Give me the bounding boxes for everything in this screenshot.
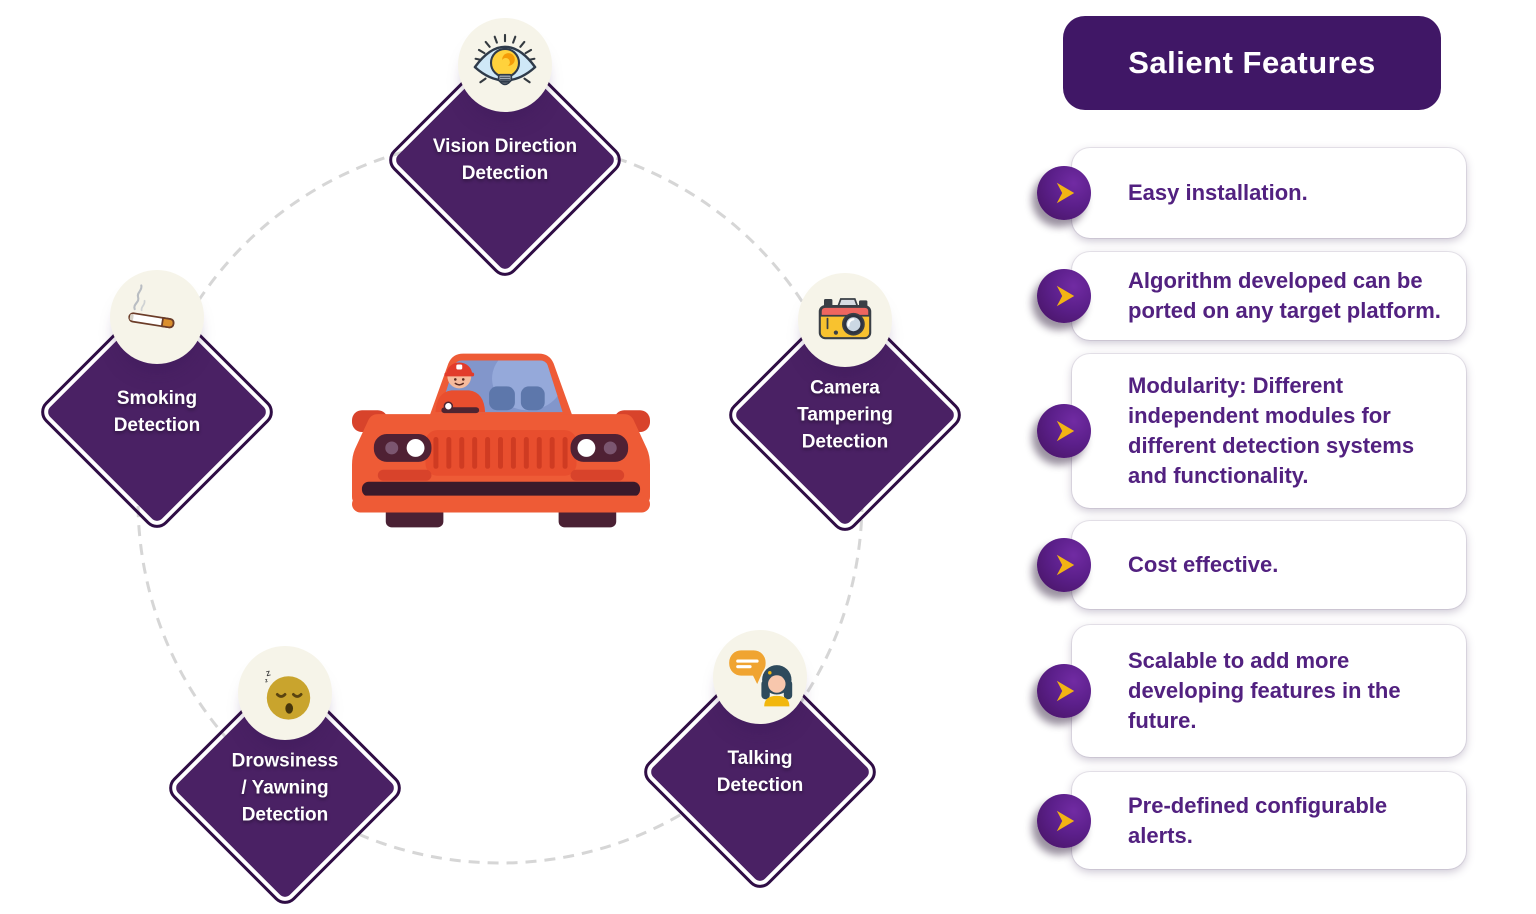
salient-features-title: Salient Features	[1128, 45, 1376, 80]
feature-card-predefined-alerts: Pre-defined configurable alerts.	[1037, 772, 1466, 869]
feature-text: Cost effective.	[1128, 552, 1279, 577]
feature-text: Easy installation.	[1128, 180, 1308, 205]
feature-card-modularity: Modularity: Different independent module…	[1037, 354, 1466, 508]
feature-text: Modularity: Different independent module…	[1128, 373, 1415, 488]
feature-card-algorithm-portable: Algorithm developed can be ported on any…	[1037, 252, 1466, 340]
node-label: Smoking Detection	[113, 388, 201, 436]
node-label: Camera Tampering Detection	[797, 377, 893, 453]
arrow-bullet-icon	[1037, 269, 1091, 323]
car-with-driver-illustration	[352, 353, 650, 528]
sleepy-face-icon: Z z	[238, 646, 332, 740]
camera-icon	[798, 273, 892, 367]
arrow-bullet-icon	[1037, 793, 1091, 848]
svg-text:Z: Z	[266, 670, 273, 678]
feature-card-easy-installation: Easy installation.	[1037, 148, 1466, 238]
salient-features-header: Salient Features	[1063, 16, 1441, 110]
node-label: Drowsiness / Yawning Detection	[231, 750, 339, 826]
talking-woman-icon	[713, 630, 807, 724]
svg-text:z: z	[264, 678, 268, 685]
feature-card-scalable: Scalable to add more developing features…	[1037, 625, 1466, 757]
arrow-bullet-icon	[1037, 538, 1091, 592]
cigarette-icon	[110, 270, 204, 364]
node-label: Talking Detection	[716, 748, 804, 796]
eye-lightbulb-icon	[458, 18, 552, 112]
feature-text: Algorithm developed can be ported on any…	[1128, 268, 1441, 323]
arrow-bullet-icon	[1037, 664, 1091, 718]
arrow-bullet-icon	[1037, 166, 1091, 220]
feature-card-cost-effective: Cost effective.	[1037, 521, 1466, 609]
arrow-bullet-icon	[1037, 404, 1091, 458]
node-label: Vision Direction Detection	[432, 136, 578, 184]
feature-text: Pre-defined configurable alerts.	[1128, 792, 1388, 848]
feature-text: Scalable to add more developing features…	[1128, 648, 1401, 733]
